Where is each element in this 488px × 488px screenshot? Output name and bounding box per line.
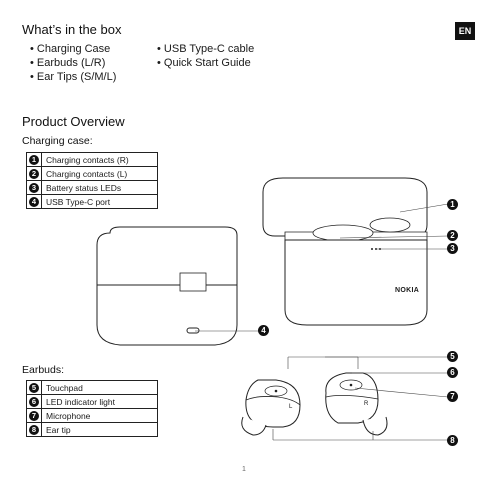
number-badge: 8 bbox=[29, 425, 39, 435]
box-item: Quick Start Guide bbox=[157, 56, 254, 70]
number-badge: 1 bbox=[29, 155, 39, 165]
callout-4: 4 bbox=[258, 325, 269, 336]
overview-title: Product Overview bbox=[22, 114, 125, 129]
callout-1: 1 bbox=[447, 199, 458, 210]
language-badge: EN bbox=[455, 22, 475, 40]
number-badge: 7 bbox=[29, 411, 39, 421]
box-item: Ear Tips (S/M/L) bbox=[30, 70, 116, 84]
callout-6: 6 bbox=[447, 367, 458, 378]
box-contents-col2: USB Type-C cable Quick Start Guide bbox=[157, 42, 254, 70]
number-badge: 6 bbox=[29, 397, 39, 407]
part-label: USB Type-C port bbox=[41, 194, 158, 209]
earbud-right-mark: R bbox=[364, 401, 369, 407]
earbuds-label: Earbuds: bbox=[22, 364, 65, 376]
page-number: 1 bbox=[242, 466, 246, 473]
closed-case-illustration bbox=[96, 226, 238, 346]
box-item: Charging Case bbox=[30, 42, 116, 56]
box-item: USB Type-C cable bbox=[157, 42, 254, 56]
open-case-illustration bbox=[262, 177, 428, 326]
number-badge: 3 bbox=[29, 183, 39, 193]
number-badge: 5 bbox=[29, 383, 39, 393]
box-item: Earbuds (L/R) bbox=[30, 56, 116, 70]
callout-5: 5 bbox=[447, 351, 458, 362]
earbud-left-mark: L bbox=[289, 404, 293, 410]
battery-led bbox=[371, 248, 373, 250]
number-badge: 4 bbox=[29, 197, 39, 207]
callout-7: 7 bbox=[447, 391, 458, 402]
number-badge: 2 bbox=[29, 169, 39, 179]
brand-logo: NOKIA bbox=[395, 287, 420, 294]
case-label: Charging case: bbox=[22, 135, 93, 147]
callout-3: 3 bbox=[447, 243, 458, 254]
callout-8: 8 bbox=[447, 435, 458, 446]
earbuds-illustration bbox=[241, 356, 388, 441]
part-label: Ear tip bbox=[41, 422, 158, 437]
box-title: What’s in the box bbox=[22, 22, 122, 37]
callout-2: 2 bbox=[447, 230, 458, 241]
box-contents-col1: Charging Case Earbuds (L/R) Ear Tips (S/… bbox=[30, 42, 116, 84]
